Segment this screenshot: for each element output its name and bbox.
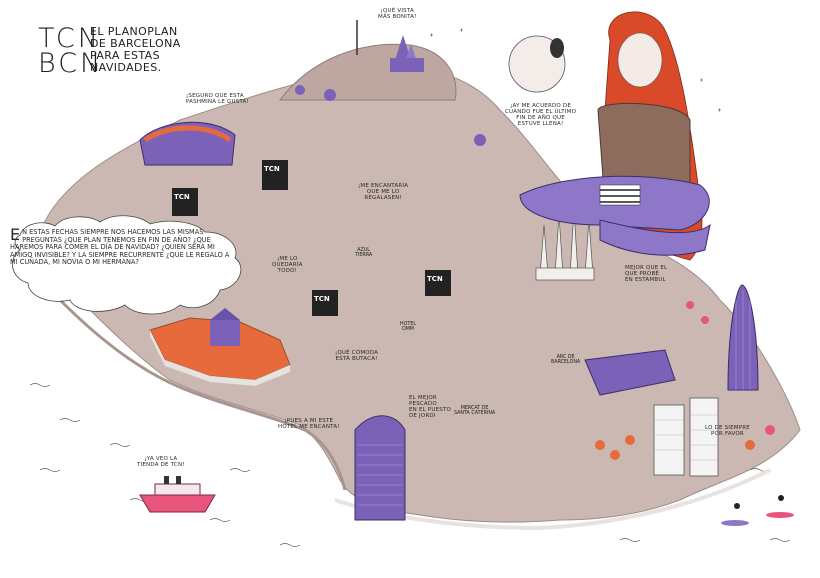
moon	[508, 35, 566, 93]
quote-quedaria: ¡ME LO QUEDARÍA TODO!	[272, 256, 303, 274]
land-mass	[38, 66, 801, 531]
tcn-bag-label-4: TCN	[427, 275, 443, 283]
funicular-train	[139, 121, 236, 166]
sea-waves	[29, 383, 791, 547]
pool	[584, 349, 676, 396]
quote-luna: ¡AY ME ACUERDO DE CUANDO FUE EL ÚLTIMO F…	[505, 103, 577, 127]
tcn-bcn-logo: TCN BCN	[38, 23, 104, 79]
map-subtitle: EL PLANOPLAN DE BARCELONA PARA ESTAS NAV…	[90, 25, 181, 74]
quote-tienda: ¡YA VEO LA TIENDA DE TCN!	[137, 456, 185, 468]
quote-hotel: ¡PUES A MI ESTE HOTEL ME ENCANTA!	[278, 418, 340, 430]
intro-body: N ESTAS FECHAS SIEMPRE NOS HACEMOS LAS M…	[10, 228, 230, 267]
orange-island	[149, 308, 291, 387]
azul-tierra-sign: AZUL TIERRA	[355, 248, 373, 258]
quote-bonita: ¡QUÉ VISTA MÁS BONITA!	[378, 8, 417, 20]
palm-trees	[295, 85, 775, 460]
torre-agbar	[727, 284, 759, 391]
hotel-omm-sign: HOTEL OMM	[400, 322, 417, 332]
quote-pashmina: ¡SEGURO QUE ESTA PASHMINA LE GUSTA!	[186, 93, 249, 105]
tcn-bag-label-3: TCN	[314, 295, 330, 303]
arc-sign: ARC DE BARCELONA	[551, 355, 581, 365]
tcn-bag-label-2: TCN	[174, 193, 190, 201]
intro-initial: E	[10, 225, 21, 244]
giant-woman	[519, 11, 711, 261]
tcn-bag-label-1: TCN	[264, 165, 280, 173]
quote-favor: LO DE SIEMPRE POR FAVOR	[705, 425, 750, 437]
quote-pescado: EL MEJOR PESCADO EN EL PUESTO DE JORDI	[409, 395, 452, 419]
quote-regalasen: ¡ME ENCANTARÍA QUE ME LO REGALASEN!	[358, 183, 409, 201]
hotel-w-tower	[354, 415, 406, 521]
thought-cloud	[12, 215, 242, 315]
stars	[430, 28, 721, 112]
tibidabo-hill	[278, 20, 457, 101]
surfers	[721, 495, 794, 526]
sagrada-familia	[535, 209, 595, 281]
quote-estambul: MEJOR QUE EL QUE PROBÉ EN ESTAMBUL	[625, 265, 668, 283]
quote-butaca: ¡QUÉ CÓMODA ESTÁ BUTACA!	[335, 350, 379, 362]
tcn-shopping-bags	[172, 160, 451, 316]
mercat-sign: MERCAT DE SANTA CATERINA	[454, 406, 496, 416]
cruise-ship	[139, 476, 216, 513]
towers-grey	[653, 397, 719, 477]
